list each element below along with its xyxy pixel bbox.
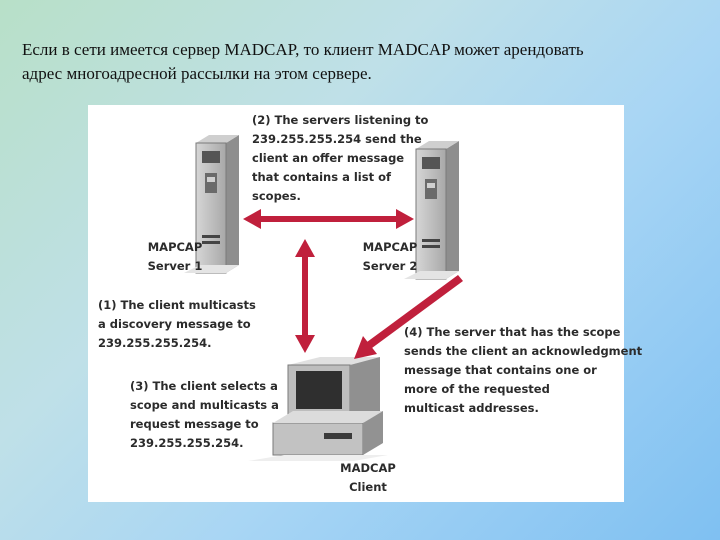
step-4-line: message that contains one or [404, 363, 597, 377]
server-2-label: MAPCAP Server 2 [355, 238, 425, 276]
step-1-text: (1) The client multicasts a discovery me… [98, 296, 256, 353]
step-2-line: (2) The servers listening to [252, 113, 429, 127]
step-1-line: (1) The client multicasts [98, 298, 256, 312]
step-2-line: that contains a list of [252, 170, 391, 184]
ack-arrow-shaft [367, 275, 463, 348]
request-arrow-shaft [302, 256, 308, 336]
step-4-line: more of the requested [404, 382, 550, 396]
server-1-name: MAPCAP [147, 240, 203, 254]
arrows [243, 209, 463, 359]
step-1-line: 239.255.255.254. [98, 336, 212, 350]
request-arrow-head-up [295, 239, 315, 257]
ack-arrow-head [354, 336, 377, 359]
step-4-line: (4) The server that has the scope [404, 325, 621, 339]
client-name: MADCAP [340, 461, 396, 475]
step-4-line: multicast addresses. [404, 401, 539, 415]
offer-arrow-head-left [243, 209, 261, 229]
step-2-line: client an offer message [252, 151, 405, 165]
offer-arrow-shaft [258, 216, 398, 222]
step-3-line: scope and multicasts a [130, 398, 279, 412]
step-2-text: (2) The servers listening to 239.255.255… [252, 111, 428, 206]
client-type: Client [349, 480, 387, 494]
slide-text-line-1: Если в сети имеется сервер MADCAP, то кл… [22, 40, 584, 59]
slide-text: Если в сети имеется сервер MADCAP, то кл… [22, 38, 712, 86]
step-1-line: a discovery message to [98, 317, 251, 331]
step-3-line: (3) The client selects a [130, 379, 278, 393]
request-arrow-head-down [295, 335, 315, 353]
step-3-line: 239.255.255.254. [130, 436, 244, 450]
step-2-line: 239.255.255.254 send the [252, 132, 422, 146]
client-computer-icon [248, 357, 388, 461]
step-2-line: scopes. [252, 189, 301, 203]
offer-arrow-head-right [396, 209, 414, 229]
step-3-line: request message to [130, 417, 259, 431]
server-2-tower-icon [404, 141, 459, 280]
server-1-tower-icon [184, 135, 239, 274]
server-2-name: MAPCAP [362, 240, 418, 254]
server-1-label: MAPCAP Server 1 [140, 238, 210, 276]
server-1-number: Server 1 [147, 259, 203, 273]
client-label: MADCAP Client [328, 459, 408, 497]
diagram-graphics [184, 135, 463, 461]
server-2-number: Server 2 [362, 259, 418, 273]
slide-text-line-2: адрес многоадресной рассылки на этом сер… [22, 64, 372, 83]
step-4-text: (4) The server that has the scope sends … [404, 323, 642, 418]
step-3-text: (3) The client selects a scope and multi… [130, 377, 279, 453]
step-4-line: sends the client an acknowledgment [404, 344, 643, 358]
madcap-diagram: (2) The servers listening to 239.255.255… [88, 105, 642, 502]
